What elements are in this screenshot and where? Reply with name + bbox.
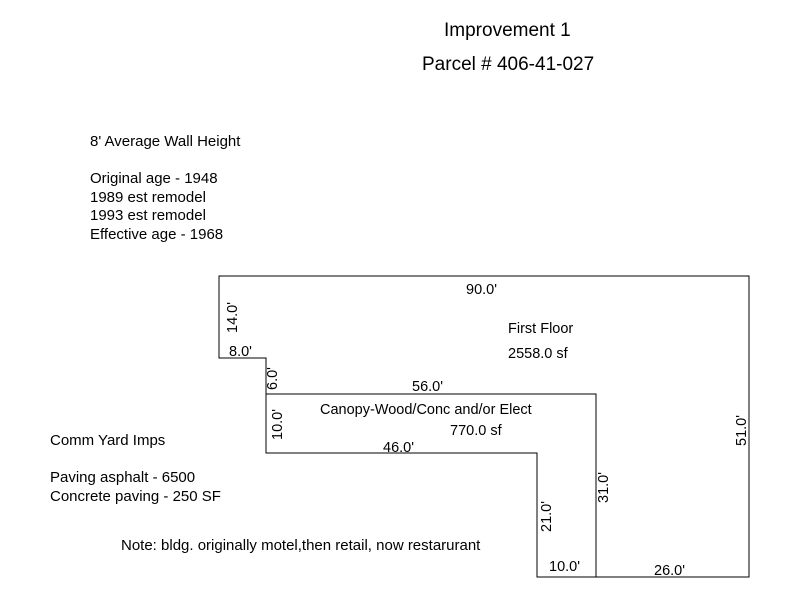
- dim-canopy-bottom: 46.0': [383, 440, 414, 456]
- dim-canopy-top: 56.0': [412, 379, 443, 395]
- dim-top: 90.0': [466, 282, 497, 298]
- parcel-number: Parcel # 406-41-027: [422, 54, 595, 75]
- building-history-note: Note: bldg. originally motel,then retail…: [121, 537, 481, 554]
- dim-left-upper: 14.0': [225, 302, 241, 333]
- canopy-label: Canopy-Wood/Conc and/or Elect: [320, 402, 532, 418]
- effective-age-note: Effective age - 1968: [90, 225, 224, 243]
- dim-bottom-left: 10.0': [549, 559, 580, 575]
- dim-canopy-left: 10.0': [270, 409, 286, 440]
- dim-right: 51.0': [734, 415, 750, 446]
- dim-bottom-right: 26.0': [654, 563, 685, 579]
- first-floor-outline: [218, 275, 750, 578]
- canopy-outline: [266, 393, 597, 577]
- building-notes: 8' Average Wall Height Original age - 19…: [90, 133, 240, 244]
- dim-step-vertical: 6.0': [265, 367, 281, 390]
- paving-asphalt-note: Paving asphalt - 6500: [50, 469, 196, 486]
- remodel-1993-note: 1993 est remodel: [90, 207, 206, 224]
- remodel-1989-note: 1989 est remodel: [90, 188, 206, 206]
- concrete-paving-note: Concrete paving - 250 SF: [50, 487, 221, 505]
- dim-step-horizontal: 8.0': [229, 344, 252, 360]
- dim-lower-vertical: 21.0': [539, 501, 555, 532]
- first-floor-label: First Floor: [508, 321, 573, 337]
- canopy-area: 770.0 sf: [450, 423, 503, 439]
- yard-improvements-title: Comm Yard Imps: [50, 432, 166, 449]
- sketch-title: Improvement 1: [444, 20, 571, 41]
- wall-height-note: 8' Average Wall Height: [90, 133, 241, 150]
- yard-improvements-notes: Comm Yard Imps Paving asphalt - 6500 Con…: [50, 432, 221, 506]
- original-age-note: Original age - 1948: [90, 170, 218, 187]
- dim-canopy-right: 31.0': [596, 472, 612, 503]
- first-floor-area: 2558.0 sf: [508, 346, 569, 362]
